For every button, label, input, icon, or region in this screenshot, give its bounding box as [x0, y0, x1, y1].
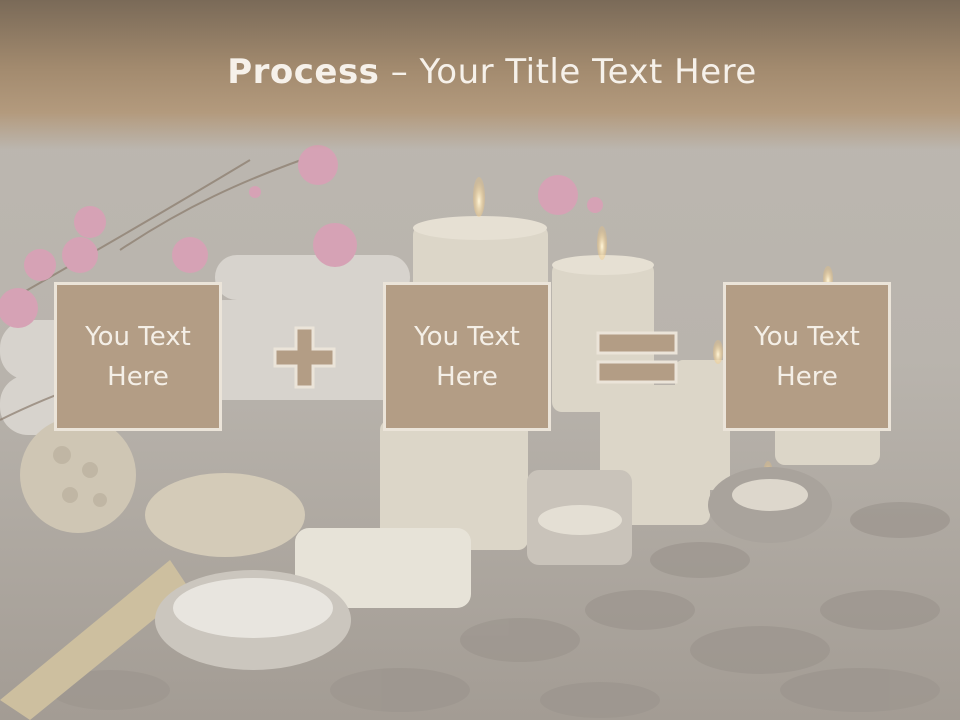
title-bold: Process: [227, 52, 380, 92]
box-2-line-1: You Text: [414, 321, 520, 352]
plus-icon: [273, 326, 336, 393]
box-3-line-2: Here: [776, 361, 838, 392]
process-box-2[interactable]: You Text Here: [383, 282, 551, 431]
process-box-3[interactable]: You Text Here: [723, 282, 891, 431]
process-box-1[interactable]: You Text Here: [54, 282, 222, 431]
equals-icon: [596, 331, 678, 389]
title-rest: – Your Title Text Here: [379, 52, 757, 92]
title-band: [0, 0, 960, 150]
box-1-line-1: You Text: [85, 321, 191, 352]
slide-title: Process – Your Title Text Here: [0, 52, 960, 92]
box-1-line-2: Here: [107, 361, 169, 392]
box-3-line-1: You Text: [754, 321, 860, 352]
box-2-line-2: Here: [436, 361, 498, 392]
